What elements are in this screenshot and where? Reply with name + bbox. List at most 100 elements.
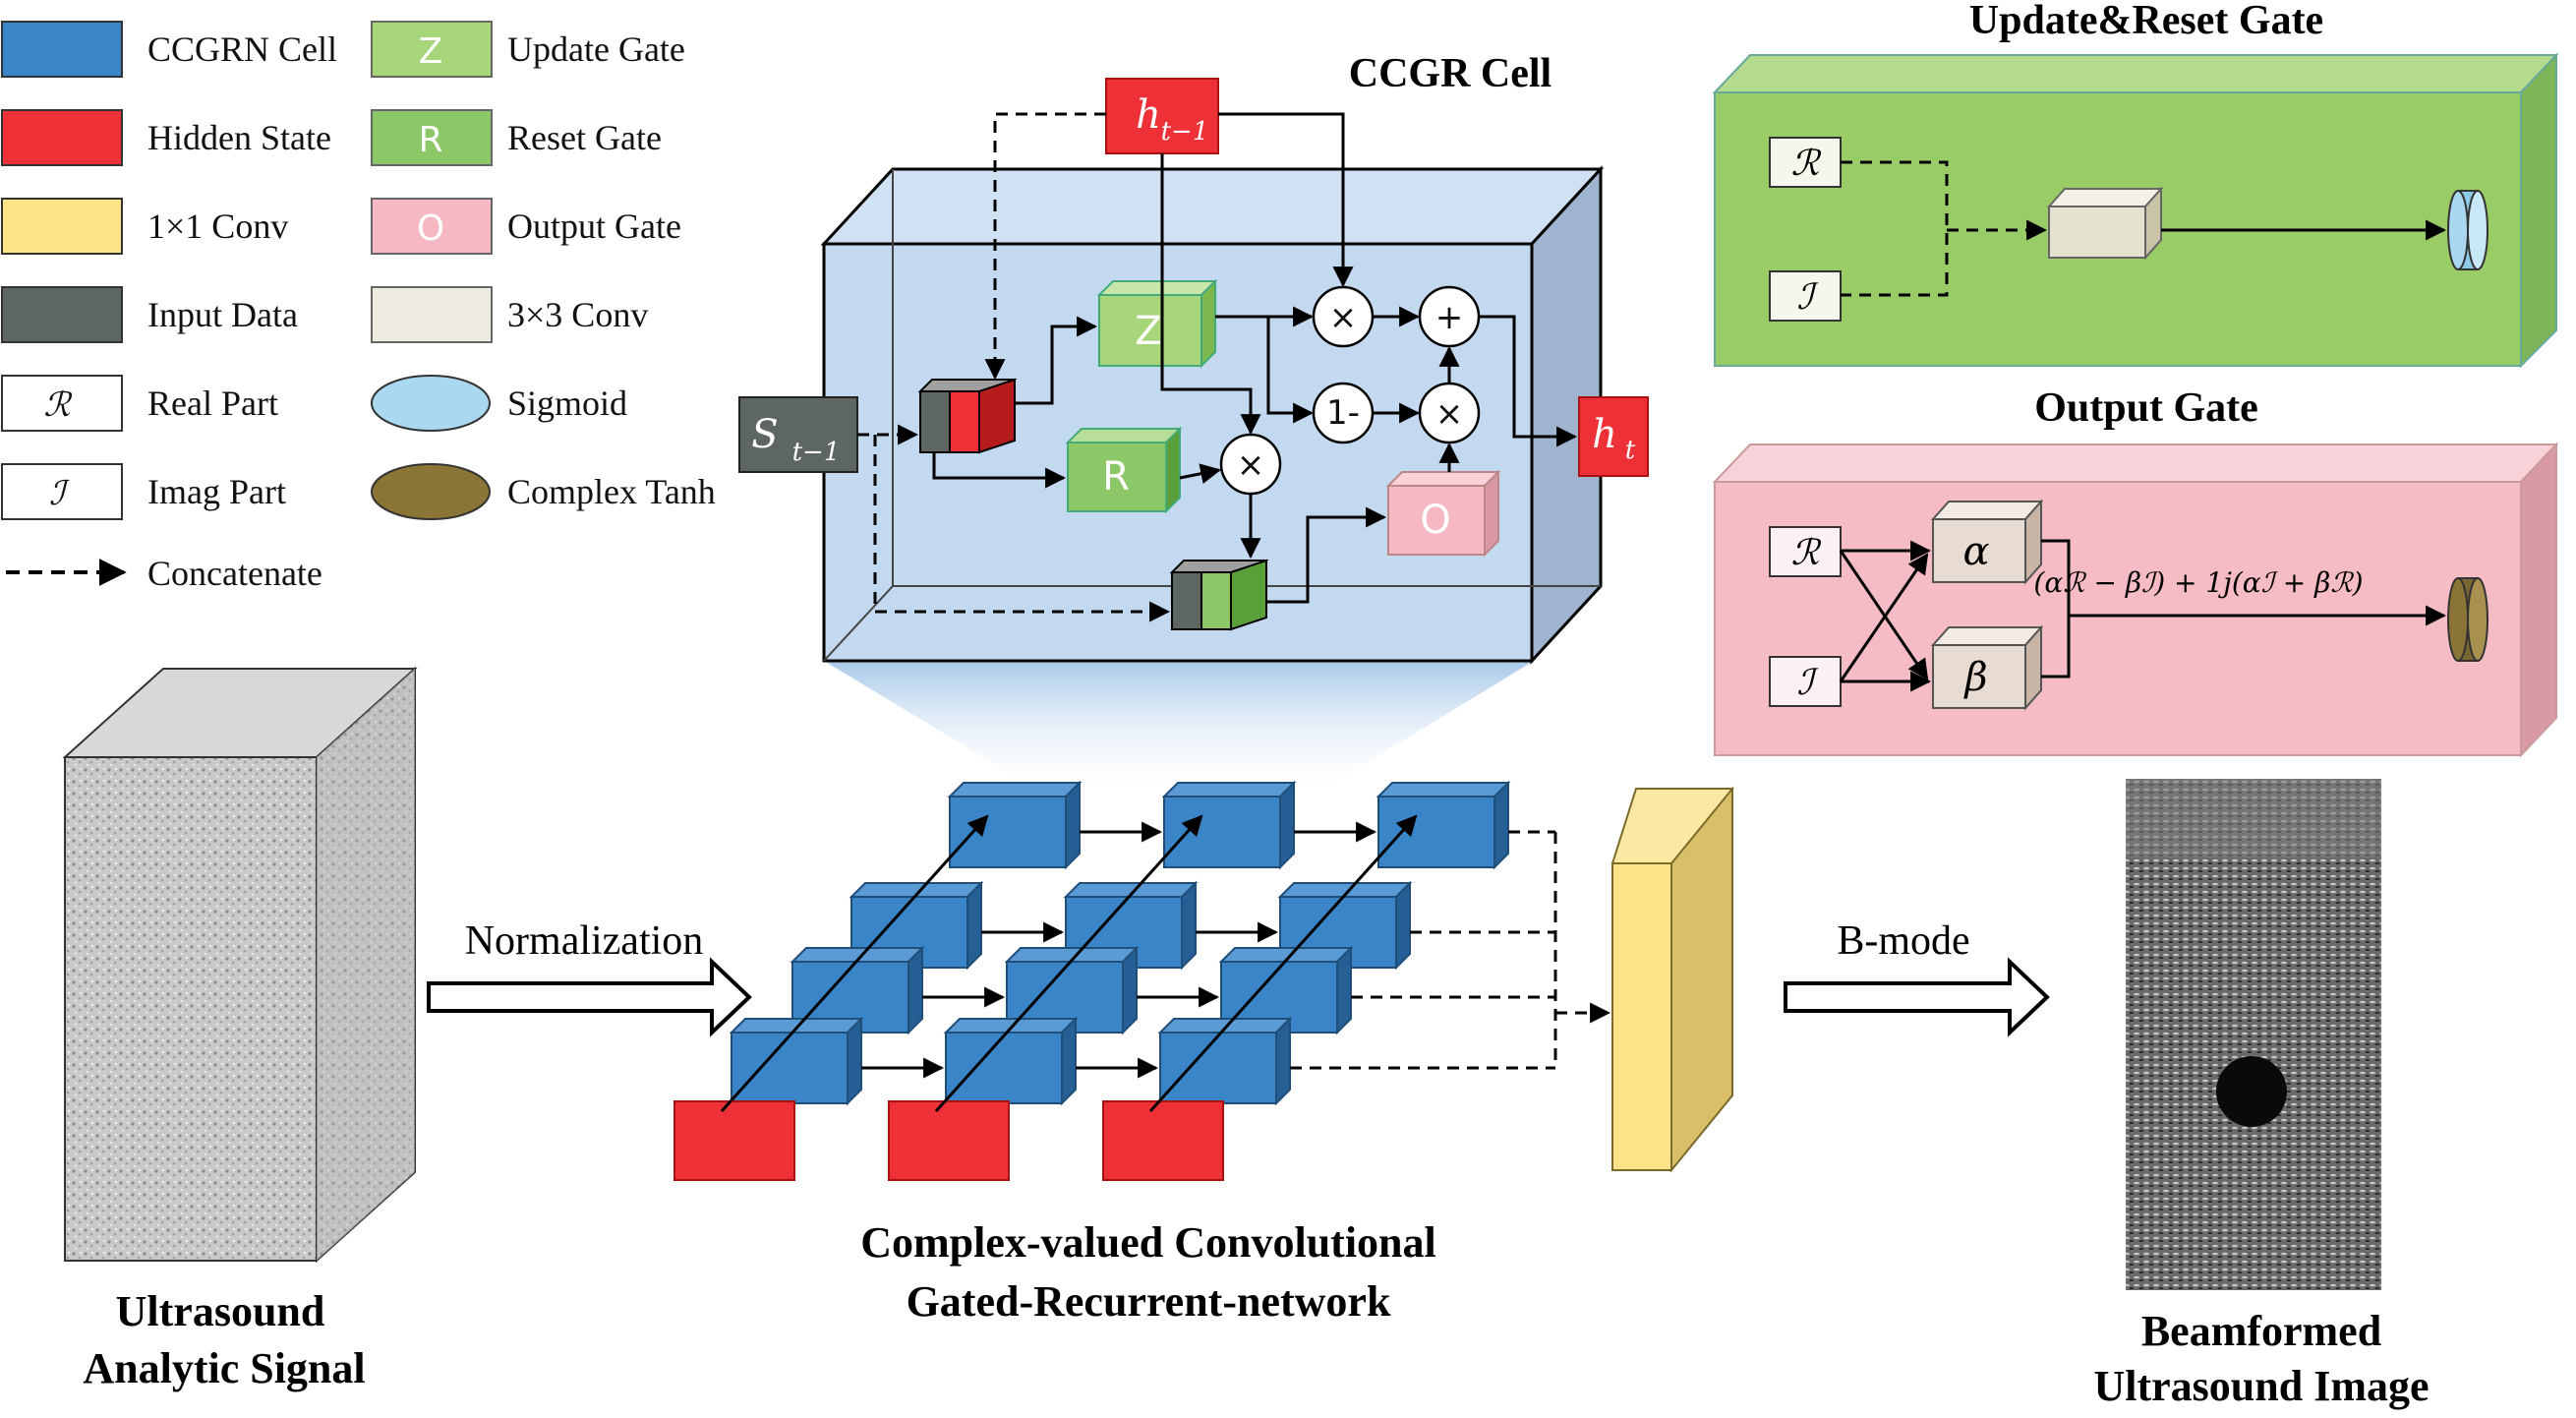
ur-sigmoid-icon [2447, 190, 2488, 270]
svg-text:ℛ: ℛ [1791, 144, 1822, 184]
cell-col2-layer1 [943, 1016, 1079, 1106]
output-caption-line2: Ultrasound Image [2093, 1362, 2429, 1410]
ccgr-connections [857, 112, 1578, 622]
ultrasound-input-volume [62, 666, 418, 1264]
output-caption-line1: Beamformed [2141, 1307, 2381, 1355]
ur-real-box [1769, 137, 1842, 188]
h-prev-label: h [1136, 92, 1161, 138]
beamformed-image [2126, 779, 2381, 1290]
s-prev-box [738, 396, 858, 473]
h-out-subscript: t [1625, 436, 1636, 465]
svg-text:Z: Z [419, 31, 443, 72]
ccgr-cell: CCGR Cell h t−1 S t−1 h t [738, 51, 1649, 787]
ccgrn-network [673, 780, 1611, 1181]
update-gate-z: Z [1096, 278, 1218, 369]
og-tanh-icon [2447, 577, 2488, 662]
hidden-state-col2 [888, 1100, 1010, 1181]
og-real-box [1769, 526, 1842, 577]
svg-text:Hidden State: Hidden State [147, 118, 331, 157]
cell-col3-layer4 [1376, 780, 1511, 870]
svg-text:O: O [417, 208, 444, 249]
svg-text:O: O [1420, 498, 1450, 543]
legend-item-input-data: Input Data [1, 286, 298, 343]
og-formula: (αℛ − βℐ) + 1j(αℐ + βℛ) [2033, 566, 2363, 599]
svg-text:ℛ: ℛ [43, 385, 73, 425]
og-imag-box [1769, 656, 1842, 707]
op-multiply-right: × [1418, 382, 1481, 444]
legend-item-1-1-conv: 1×1 Conv [1, 198, 288, 255]
update-reset-gate-panel: Update&Reset Gate ℛ ℐ [1712, 0, 2559, 369]
og-beta-block: β [1930, 624, 2044, 711]
legend-item-complex-tanh: Complex Tanh [371, 463, 716, 520]
op-multiply-top: × [1312, 285, 1375, 348]
svg-text:Complex Tanh: Complex Tanh [507, 472, 716, 511]
svg-text:1×1 Conv: 1×1 Conv [147, 207, 288, 246]
legend-item-reset-gate: R Reset Gate [371, 109, 662, 166]
h-out-label: h [1592, 412, 1617, 457]
normalization-arrow [427, 957, 752, 1037]
svg-text:α: α [1962, 529, 1989, 574]
legend-item-ccgrn-cell: CCGRN Cell [1, 21, 337, 78]
network-caption-line1: Complex-valued Convolutional [860, 1218, 1436, 1267]
cell-col3-layer1 [1157, 1016, 1293, 1106]
svg-text:CCGRN Cell: CCGRN Cell [147, 30, 337, 69]
legend-item-real-part: ℛ Real Part [1, 375, 278, 432]
cell-col1-layer4 [947, 780, 1083, 870]
cell-col2-layer4 [1161, 780, 1297, 870]
svg-text:ℐ: ℐ [49, 474, 70, 513]
op-add: + [1418, 285, 1481, 348]
op-multiply-reset: × [1219, 433, 1282, 496]
output-gate-title: Output Gate [2034, 385, 2258, 431]
svg-text:3×3 Conv: 3×3 Conv [507, 295, 648, 334]
svg-text:Reset Gate: Reset Gate [507, 118, 662, 157]
hidden-state-col3 [1102, 1100, 1224, 1181]
svg-text:Input Data: Input Data [147, 295, 298, 334]
legend-item-concatenate: Concatenate [6, 554, 322, 593]
network-caption-line2: Gated-Recurrent-network [907, 1277, 1391, 1326]
svg-text:Imag Part: Imag Part [147, 472, 286, 511]
legend-item-output-gate: O Output Gate [371, 198, 681, 255]
cell-col3-layer3 [1277, 880, 1413, 971]
legend-item-update-gate: Z Update Gate [371, 21, 685, 78]
s-prev-label: S [751, 412, 778, 457]
svg-text:β: β [1962, 655, 1987, 700]
svg-text:Z: Z [1135, 309, 1161, 354]
update-reset-title: Update&Reset Gate [1969, 0, 2323, 43]
og-alpha-block: α [1930, 499, 2044, 585]
legend-item-sigmoid: Sigmoid [371, 375, 627, 432]
output-gate-panel: Output Gate ℛ ℐ α β (αℛ − βℐ) + 1j(αℐ + … [1712, 385, 2559, 758]
conv1x1-slab [1610, 786, 1734, 1173]
bmode-arrow [1784, 957, 2050, 1037]
svg-text:R: R [418, 120, 442, 160]
zoom-beam [824, 661, 1534, 787]
concat-block-output [1169, 559, 1269, 631]
svg-text:Output Gate: Output Gate [507, 207, 681, 246]
bmode-label: B-mode [1837, 918, 1969, 964]
svg-text:Real Part: Real Part [147, 384, 278, 423]
s-prev-subscript: t−1 [792, 438, 841, 467]
op-one-minus: 1- [1312, 382, 1375, 444]
svg-text:ℛ: ℛ [1791, 533, 1822, 573]
svg-text:Update Gate: Update Gate [507, 30, 685, 69]
svg-text:1-: 1- [1326, 393, 1360, 433]
reset-gate-r: R [1065, 426, 1183, 514]
h-out-box [1578, 396, 1649, 477]
concat-block-input [917, 378, 1018, 454]
ccgr-box-top [820, 167, 1605, 246]
input-caption-line1: Ultrasound [116, 1287, 325, 1335]
svg-text:×: × [1237, 445, 1265, 485]
ur-conv-block [2046, 186, 2164, 261]
h-prev-box [1105, 78, 1219, 154]
output-gate-o: O [1385, 469, 1501, 558]
legend-item-imag-part: ℐ Imag Part [1, 463, 286, 520]
svg-text:R: R [1102, 454, 1130, 500]
svg-text:+: + [1435, 298, 1464, 337]
cell-col1-layer1 [729, 1016, 864, 1106]
legend-item-hidden-state: Hidden State [1, 109, 331, 166]
input-caption-line2: Analytic Signal [83, 1344, 365, 1392]
svg-text:Sigmoid: Sigmoid [507, 384, 627, 423]
normalization-label: Normalization [465, 918, 704, 964]
hidden-state-col1 [673, 1100, 795, 1181]
h-prev-subscript: t−1 [1161, 117, 1209, 147]
